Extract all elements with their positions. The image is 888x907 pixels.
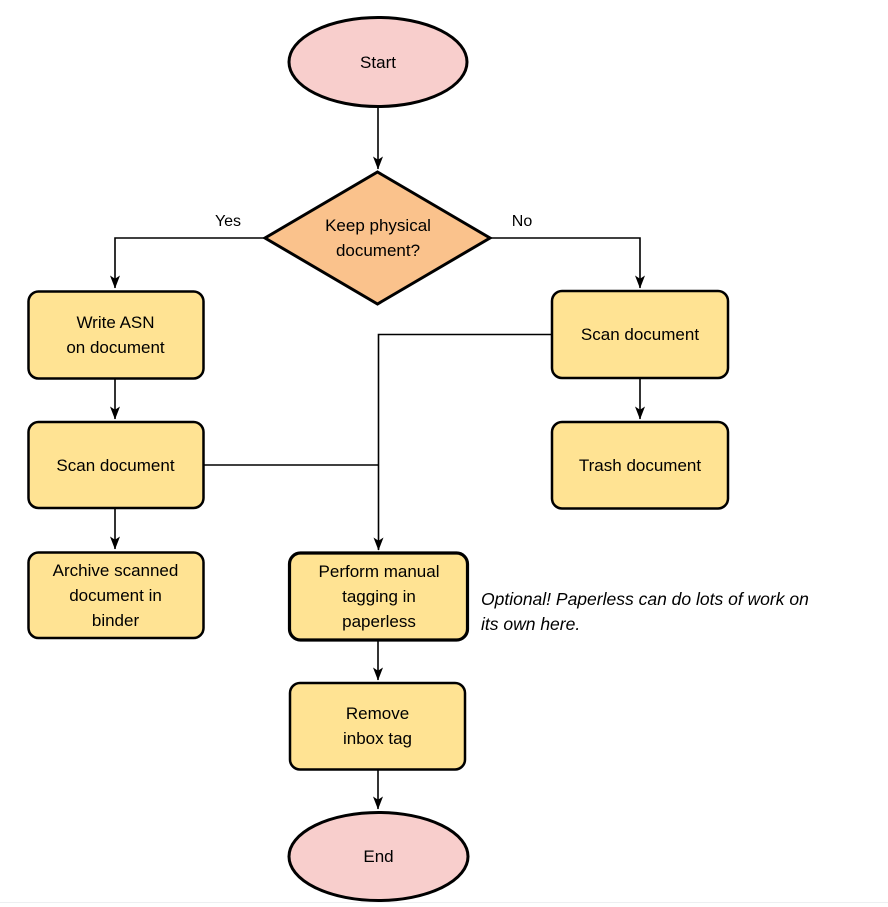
write-asn-box	[27, 290, 205, 380]
edge-no-to-scan-right	[490, 237, 645, 289]
remove-inbox-tag-box	[288, 681, 467, 771]
end-ellipse	[287, 811, 470, 902]
trash-document-box	[550, 420, 730, 510]
edge-label-no: No	[511, 213, 533, 230]
perform-manual-tagging-box	[287, 551, 470, 642]
decision-diamond	[262, 170, 493, 306]
edge-scan-right-to-tagging	[373, 333, 552, 551]
canvas-bottom-edge	[0, 902, 888, 903]
annotation-optional-note: Optional! Paperless can do lots of work …	[481, 589, 809, 634]
scan-document-right-box	[550, 289, 730, 380]
archive-scanned-box	[27, 551, 205, 640]
edge-label-yes: Yes	[214, 213, 242, 230]
edge-yes-to-write-asn	[110, 237, 265, 289]
scan-document-left-box	[27, 420, 205, 510]
start-ellipse	[287, 16, 469, 108]
